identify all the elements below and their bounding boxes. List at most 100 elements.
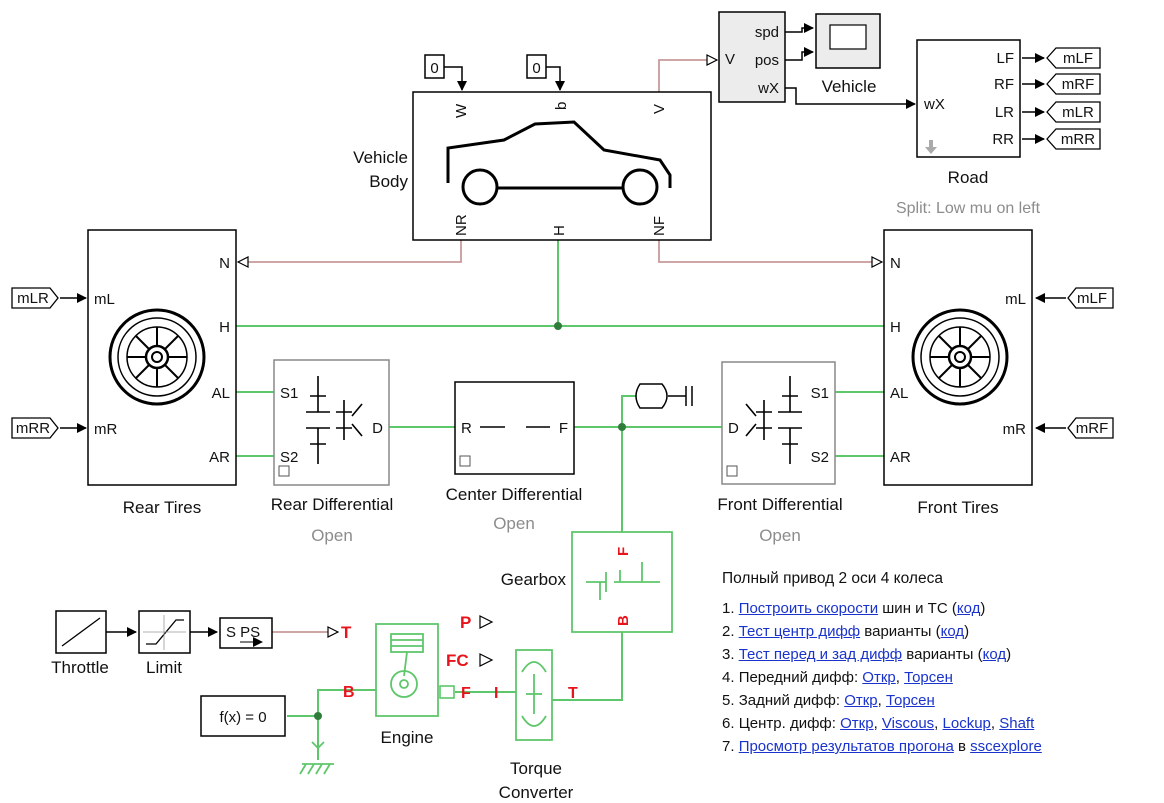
note-link[interactable]: Торсен bbox=[904, 669, 953, 686]
note-link[interactable]: Построить скорости bbox=[738, 600, 879, 617]
note-link[interactable]: Откр bbox=[862, 669, 896, 686]
note-link[interactable]: код bbox=[940, 623, 965, 640]
scope-screen-icon bbox=[829, 24, 867, 50]
note-link[interactable]: Просмотр результатов прогона bbox=[738, 738, 954, 755]
tire-icon bbox=[911, 308, 1009, 406]
demux-in-port: V bbox=[725, 51, 735, 68]
notes-title: Полный привод 2 оси 4 колеса bbox=[722, 570, 943, 587]
from-tag-mrr[interactable]: mRR bbox=[11, 417, 59, 439]
library-link-icon bbox=[278, 465, 290, 477]
from-tag-mlr[interactable]: mLR bbox=[11, 287, 59, 309]
demux-block[interactable]: V spd pos wX bbox=[718, 11, 786, 103]
note-text: Центр. дифф: bbox=[738, 715, 841, 732]
const-b-block[interactable]: 0 bbox=[526, 54, 547, 79]
note-link[interactable]: код bbox=[956, 600, 981, 617]
solver-label: f(x) = 0 bbox=[219, 709, 266, 726]
rear-diff-port-s2: S2 bbox=[280, 449, 298, 466]
goto-tag-mlr[interactable]: mLR bbox=[1046, 101, 1101, 123]
wire-nf bbox=[658, 240, 882, 262]
car-front-wheel-icon bbox=[621, 168, 659, 206]
note-text: , bbox=[877, 692, 886, 709]
gear-icon bbox=[745, 376, 802, 464]
demux-port-spd: spd bbox=[755, 24, 779, 41]
note-number: 2. bbox=[722, 623, 739, 640]
center-diff-variant: Open bbox=[493, 514, 535, 533]
tc-port-i: I bbox=[494, 685, 498, 702]
note-link[interactable]: Тест центр дифф bbox=[738, 623, 861, 640]
road-annotation: Split: Low mu on left bbox=[896, 200, 1041, 217]
from-tag-mlf[interactable]: mLF bbox=[1067, 287, 1114, 309]
engine-port-b: B bbox=[343, 684, 355, 701]
demux-port-wx: wX bbox=[757, 80, 779, 97]
from-tag-mrf-label: mRF bbox=[1076, 420, 1109, 437]
note-link[interactable]: Viscous bbox=[881, 715, 935, 732]
note-link[interactable]: код bbox=[982, 646, 1007, 663]
engine-port-f: F bbox=[461, 685, 471, 702]
note-link[interactable]: Shaft bbox=[999, 715, 1035, 732]
s-ps-block[interactable]: S PS bbox=[219, 617, 273, 649]
rear-diff-block[interactable]: S1 S2 D bbox=[273, 359, 390, 486]
wire-gearbox-b bbox=[552, 632, 623, 701]
torque-converter-block[interactable]: I T bbox=[494, 649, 578, 741]
note-link[interactable]: Откр bbox=[840, 715, 874, 732]
goto-tag-mrf[interactable]: mRF bbox=[1046, 73, 1101, 95]
engine-input-t: T bbox=[341, 623, 352, 642]
note-link[interactable]: sscexplore bbox=[970, 738, 1042, 755]
limit-block[interactable] bbox=[138, 610, 191, 654]
const-w-block[interactable]: 0 bbox=[424, 54, 445, 79]
wire-inertia bbox=[621, 395, 640, 427]
rear-tires-block[interactable]: mL mR N H AL AR bbox=[87, 229, 237, 486]
ground-icon bbox=[299, 741, 334, 775]
note-number: 7. bbox=[722, 738, 739, 755]
limit-label: Limit bbox=[146, 658, 182, 677]
road-port-rr: RR bbox=[992, 131, 1014, 148]
front-tires-block[interactable]: N H AL AR mL mR bbox=[883, 229, 1033, 486]
notes-panel: Полный привод 2 оси 4 колеса 1. Построит… bbox=[722, 570, 1162, 758]
front-diff-label: Front Differential bbox=[717, 495, 842, 514]
note-number: 5. bbox=[722, 692, 739, 709]
rear-diff-port-s1: S1 bbox=[280, 385, 298, 402]
gearbox-block[interactable]: F B bbox=[571, 531, 673, 633]
road-block[interactable]: wX LF RF LR RR bbox=[916, 39, 1021, 158]
goto-tag-mrr[interactable]: mRR bbox=[1046, 128, 1101, 150]
vehicle-body-block[interactable]: W b V NR H NF bbox=[412, 91, 712, 241]
vb-port-nf: NF bbox=[651, 216, 668, 236]
vb-port-nr: NR bbox=[453, 214, 470, 236]
note-link[interactable]: Тест перед и зад дифф bbox=[738, 646, 903, 663]
gear-icon bbox=[586, 562, 660, 600]
note-link[interactable]: Торсен bbox=[886, 692, 935, 709]
from-tag-mlr-label: mLR bbox=[17, 290, 49, 307]
rear-port-ar: AR bbox=[209, 449, 230, 466]
from-tag-mlf-label: mLF bbox=[1077, 290, 1107, 307]
engine-output-fc: FC bbox=[446, 651, 469, 670]
note-number: 4. bbox=[722, 669, 739, 686]
solver-config-block[interactable]: f(x) = 0 bbox=[200, 695, 286, 737]
rear-port-h: H bbox=[219, 319, 230, 336]
front-diff-port-d: D bbox=[728, 420, 739, 437]
note-text: Задний дифф: bbox=[738, 692, 845, 709]
vehicle-body-frame[interactable] bbox=[412, 91, 712, 241]
goto-tag-mlf[interactable]: mLF bbox=[1046, 47, 1101, 69]
road-label: Road bbox=[948, 168, 989, 187]
wire-wx bbox=[785, 87, 916, 109]
goto-tag-mrr-label: mRR bbox=[1061, 131, 1095, 148]
s-ps-label: S PS bbox=[226, 624, 260, 641]
wire-nr bbox=[238, 240, 462, 262]
front-diff-port-s2: S2 bbox=[811, 449, 829, 466]
wire-const-w bbox=[444, 66, 467, 91]
engine-block[interactable] bbox=[375, 623, 455, 717]
front-diff-block[interactable]: D S1 S2 bbox=[721, 361, 836, 485]
inertia-block[interactable] bbox=[635, 383, 693, 409]
junction-center bbox=[618, 423, 626, 431]
scope-block[interactable] bbox=[815, 13, 881, 69]
center-diff-port-f: F bbox=[559, 420, 568, 437]
note-text: , bbox=[895, 669, 905, 686]
vb-port-b: b bbox=[553, 102, 570, 110]
center-diff-block[interactable]: R F bbox=[454, 381, 575, 475]
from-tag-mrf[interactable]: mRF bbox=[1067, 417, 1114, 439]
note-link[interactable]: Откр bbox=[844, 692, 878, 709]
front-port-ml: mL bbox=[1005, 291, 1026, 308]
throttle-block[interactable] bbox=[55, 610, 107, 654]
note-link[interactable]: Lockup bbox=[942, 715, 991, 732]
